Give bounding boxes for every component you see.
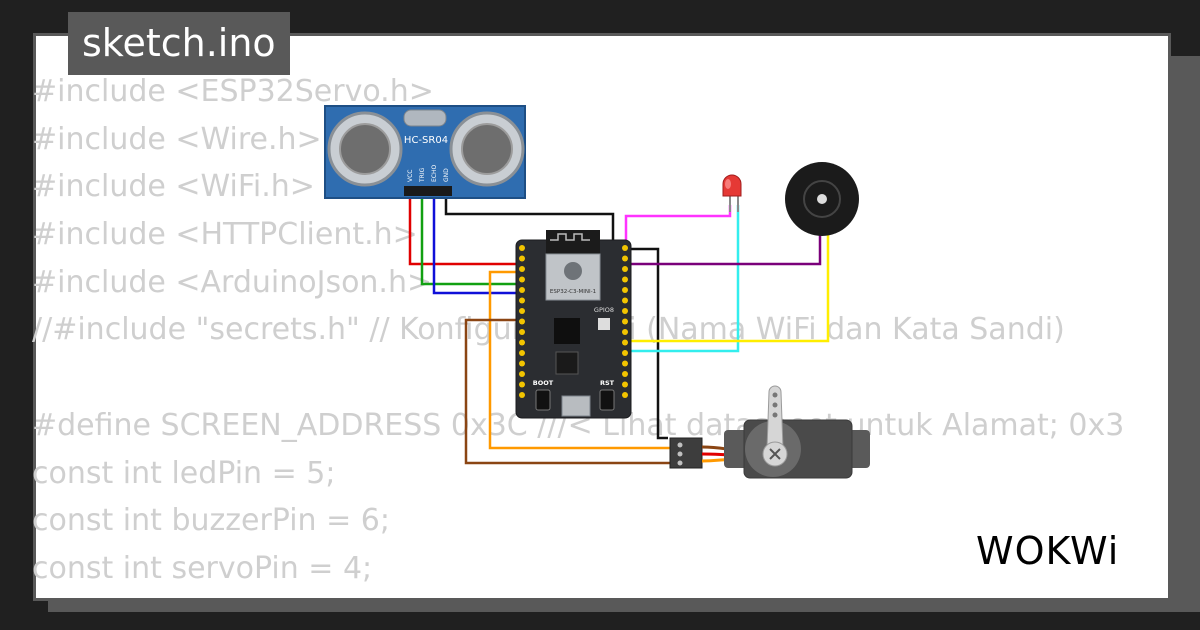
rst-label: RST xyxy=(600,379,615,387)
header-pin xyxy=(519,255,525,262)
header-pin xyxy=(622,308,628,314)
rst-button[interactable] xyxy=(599,389,615,411)
code-line: #include <WiFi.h> xyxy=(32,169,315,205)
sensor-model-label: HC-SR04 xyxy=(404,135,448,146)
wire-buzzer-return xyxy=(626,230,830,343)
wire-vcc xyxy=(408,196,522,272)
header-pin xyxy=(622,360,628,367)
wokwi-logo: WOKWi xyxy=(976,529,1119,573)
header-pin xyxy=(519,276,525,283)
header-pin xyxy=(622,318,628,325)
pin-label: TRIG xyxy=(419,167,426,183)
header-pin xyxy=(622,350,628,356)
pin-header-left xyxy=(519,245,525,398)
status-led-icon xyxy=(598,318,610,330)
wokwi-logo-text: WOKWi xyxy=(976,529,1119,573)
header-pin xyxy=(519,266,525,272)
header-pin xyxy=(519,381,525,388)
file-tab[interactable]: sketch.ino xyxy=(68,12,290,75)
header-pin xyxy=(622,339,628,346)
header-pin xyxy=(622,266,628,272)
header-pin xyxy=(622,392,628,398)
gpio8-label: GPIO8 xyxy=(594,306,614,314)
servo-motor[interactable] xyxy=(669,385,870,479)
chip-label: ESP32-C3-MINI-1 xyxy=(550,289,596,295)
code-line: #include <Wire.h> xyxy=(32,121,322,157)
pin-label: GND xyxy=(443,168,450,182)
pin-label: ECHO xyxy=(431,165,438,182)
esp32-board[interactable]: ESP32-C3-MINI-1 GPIO8 BOOT RST xyxy=(515,230,632,419)
header-pin xyxy=(519,371,525,377)
code-line: const int buzzerPin = 6; xyxy=(32,503,390,539)
code-line: #include <ArduinoJson.h> xyxy=(32,264,433,300)
header-pin xyxy=(519,350,525,356)
wire-buzzer xyxy=(626,230,822,266)
header-pin xyxy=(622,245,628,251)
wire-servo-ground xyxy=(464,318,670,465)
header-pin xyxy=(622,297,628,304)
ultrasonic-sensor[interactable]: HC-SR04 VCC TRIG ECHO GND xyxy=(324,105,526,199)
header-pin xyxy=(519,360,525,367)
boot-label: BOOT xyxy=(533,379,554,387)
code-line: const int ledPin = 5; xyxy=(32,455,336,491)
wire-led xyxy=(624,205,732,248)
header-pin xyxy=(519,318,525,325)
header-pin xyxy=(519,297,525,304)
servo-connector xyxy=(669,437,703,469)
wire-echo xyxy=(432,196,520,295)
header-pin xyxy=(519,339,525,346)
wires xyxy=(408,196,830,465)
pin-label: VCC xyxy=(407,170,414,182)
header-pin xyxy=(519,308,525,314)
usb-port xyxy=(561,395,591,417)
header-pin xyxy=(519,245,525,251)
header-pin xyxy=(519,287,525,293)
code-line: #include <ESP32Servo.h> xyxy=(32,74,434,109)
wire-servo-signal xyxy=(488,270,670,450)
code-line: const int servoPin = 4; xyxy=(32,550,373,586)
header-pin xyxy=(622,381,628,388)
header-pin xyxy=(622,371,628,377)
code-line: #include <HTTPClient.h> xyxy=(32,217,418,253)
header-pin xyxy=(519,392,525,398)
wire-trig xyxy=(420,196,520,286)
pin-header-right xyxy=(622,245,628,398)
espressif-logo-icon xyxy=(564,262,582,280)
header-pin xyxy=(622,255,628,262)
wire-led-return xyxy=(626,205,740,353)
header-pin xyxy=(622,276,628,283)
boot-button[interactable] xyxy=(535,389,551,411)
header-pin xyxy=(519,329,525,335)
buzzer[interactable] xyxy=(785,162,859,236)
red-led[interactable] xyxy=(722,174,742,212)
header-pin xyxy=(622,287,628,293)
header-pin xyxy=(622,329,628,335)
